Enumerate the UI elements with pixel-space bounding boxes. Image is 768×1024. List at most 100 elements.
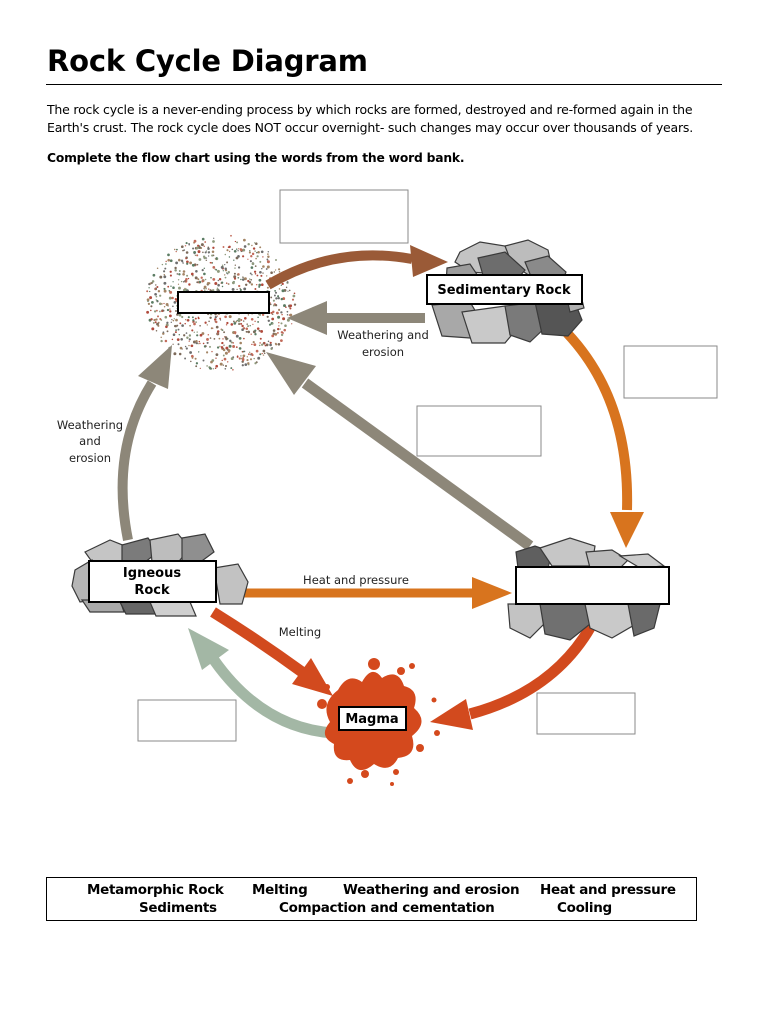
sediment-particle <box>260 343 264 346</box>
sediment-particle <box>237 266 241 269</box>
sediment-particle <box>162 332 165 335</box>
sediment-particle <box>175 250 177 253</box>
sediment-particle <box>206 351 209 354</box>
sediment-particle <box>177 328 180 331</box>
sediment-particle <box>194 357 197 360</box>
sediment-particle <box>196 254 199 257</box>
weathering-erosion-top-label-line2: erosion <box>362 345 404 359</box>
answer-box-top[interactable] <box>279 189 409 244</box>
sediment-particle <box>174 298 178 301</box>
sediment-particle <box>228 351 230 354</box>
sediment-particle <box>272 299 275 302</box>
sediment-particle <box>256 251 258 254</box>
sediment-particle <box>198 246 201 249</box>
sediment-particle <box>151 327 155 331</box>
sediment-particle <box>273 294 276 297</box>
sediment-particle <box>235 346 238 348</box>
sediment-particle <box>238 322 241 326</box>
sediment-particle <box>178 258 181 262</box>
sediment-particle <box>234 267 236 269</box>
sediment-particle <box>181 324 184 327</box>
sediment-particle <box>161 303 163 305</box>
sediment-particle <box>203 272 206 276</box>
sediment-particle <box>210 261 213 264</box>
sediment-particle <box>156 267 159 270</box>
sediment-particle <box>264 344 267 347</box>
sediment-particle <box>197 343 199 345</box>
sediment-particle <box>236 288 238 291</box>
sediment-particle <box>246 356 248 358</box>
sediment-particle <box>210 276 212 279</box>
sediment-particle <box>278 288 281 290</box>
sediment-particle <box>274 290 276 292</box>
sediment-particle <box>206 365 208 367</box>
sediment-particle <box>161 263 164 266</box>
sediment-particle <box>270 296 273 299</box>
sediment-particle <box>155 329 158 332</box>
sediment-particle <box>266 258 269 261</box>
sediment-particle <box>163 274 166 276</box>
melting-label: Melting <box>279 625 322 639</box>
sediment-particle <box>260 250 264 254</box>
sediment-particle <box>207 288 210 290</box>
sediment-particle <box>277 327 280 331</box>
sediment-particle <box>291 323 293 325</box>
sediment-particle <box>232 368 234 371</box>
answer-box-bottom-right[interactable] <box>536 692 636 735</box>
sediment-particle <box>220 265 224 269</box>
sediment-particle <box>193 322 196 326</box>
sediment-particle <box>150 282 153 284</box>
sediment-particle <box>261 283 264 287</box>
sediment-particle <box>152 321 155 324</box>
sediment-particle <box>233 249 237 253</box>
sediment-particle <box>173 318 175 320</box>
sediment-particle <box>288 289 291 292</box>
sediment-particle <box>172 281 174 283</box>
answer-box-right[interactable] <box>623 345 718 399</box>
sediment-particle <box>155 284 157 286</box>
sediment-particle <box>212 266 216 269</box>
sediment-particle <box>280 333 284 337</box>
sediment-particle <box>252 323 254 326</box>
sediment-particle <box>218 278 222 281</box>
sediment-particle <box>203 287 205 290</box>
arrow-sedimentary-to-sediments <box>287 301 425 335</box>
sediment-particle <box>163 302 165 305</box>
sediment-particle <box>171 338 174 341</box>
sediment-particle <box>182 249 184 252</box>
answer-box-center[interactable] <box>416 405 542 457</box>
sediment-particle <box>244 283 248 287</box>
answer-box-bottom-left[interactable] <box>137 699 237 742</box>
sediment-particle <box>225 282 228 284</box>
sediment-particle <box>238 284 241 288</box>
sediment-particle <box>213 338 216 340</box>
sediment-particle <box>249 358 253 361</box>
sediment-particle <box>172 305 174 308</box>
sediment-particle <box>254 320 256 323</box>
sediment-particle <box>235 334 239 338</box>
sediment-particle <box>186 274 189 277</box>
sediment-particle <box>184 322 186 325</box>
sediment-particle <box>226 361 229 363</box>
weathering-erosion-left-label-line2: and <box>79 434 101 448</box>
sediment-particle <box>228 256 231 258</box>
sediment-particle <box>197 250 201 254</box>
sediment-particle <box>221 328 223 331</box>
sediment-particle <box>256 327 260 330</box>
sediment-particle <box>215 353 219 356</box>
sediment-particle <box>234 264 236 266</box>
sediment-particle <box>266 315 269 318</box>
sediment-particle <box>164 339 168 343</box>
sediment-particle <box>243 287 247 291</box>
sediment-particle <box>209 345 211 348</box>
sediment-particle <box>195 342 198 345</box>
sediment-particle <box>277 315 281 319</box>
sediment-particle <box>244 363 248 366</box>
sediment-particle <box>257 320 260 323</box>
sediment-particle <box>202 342 205 345</box>
sediment-particle <box>151 280 155 283</box>
sediment-particle <box>194 317 197 320</box>
sediment-particle <box>185 288 188 291</box>
sediment-particle <box>215 268 218 271</box>
sediment-particle <box>266 260 270 264</box>
